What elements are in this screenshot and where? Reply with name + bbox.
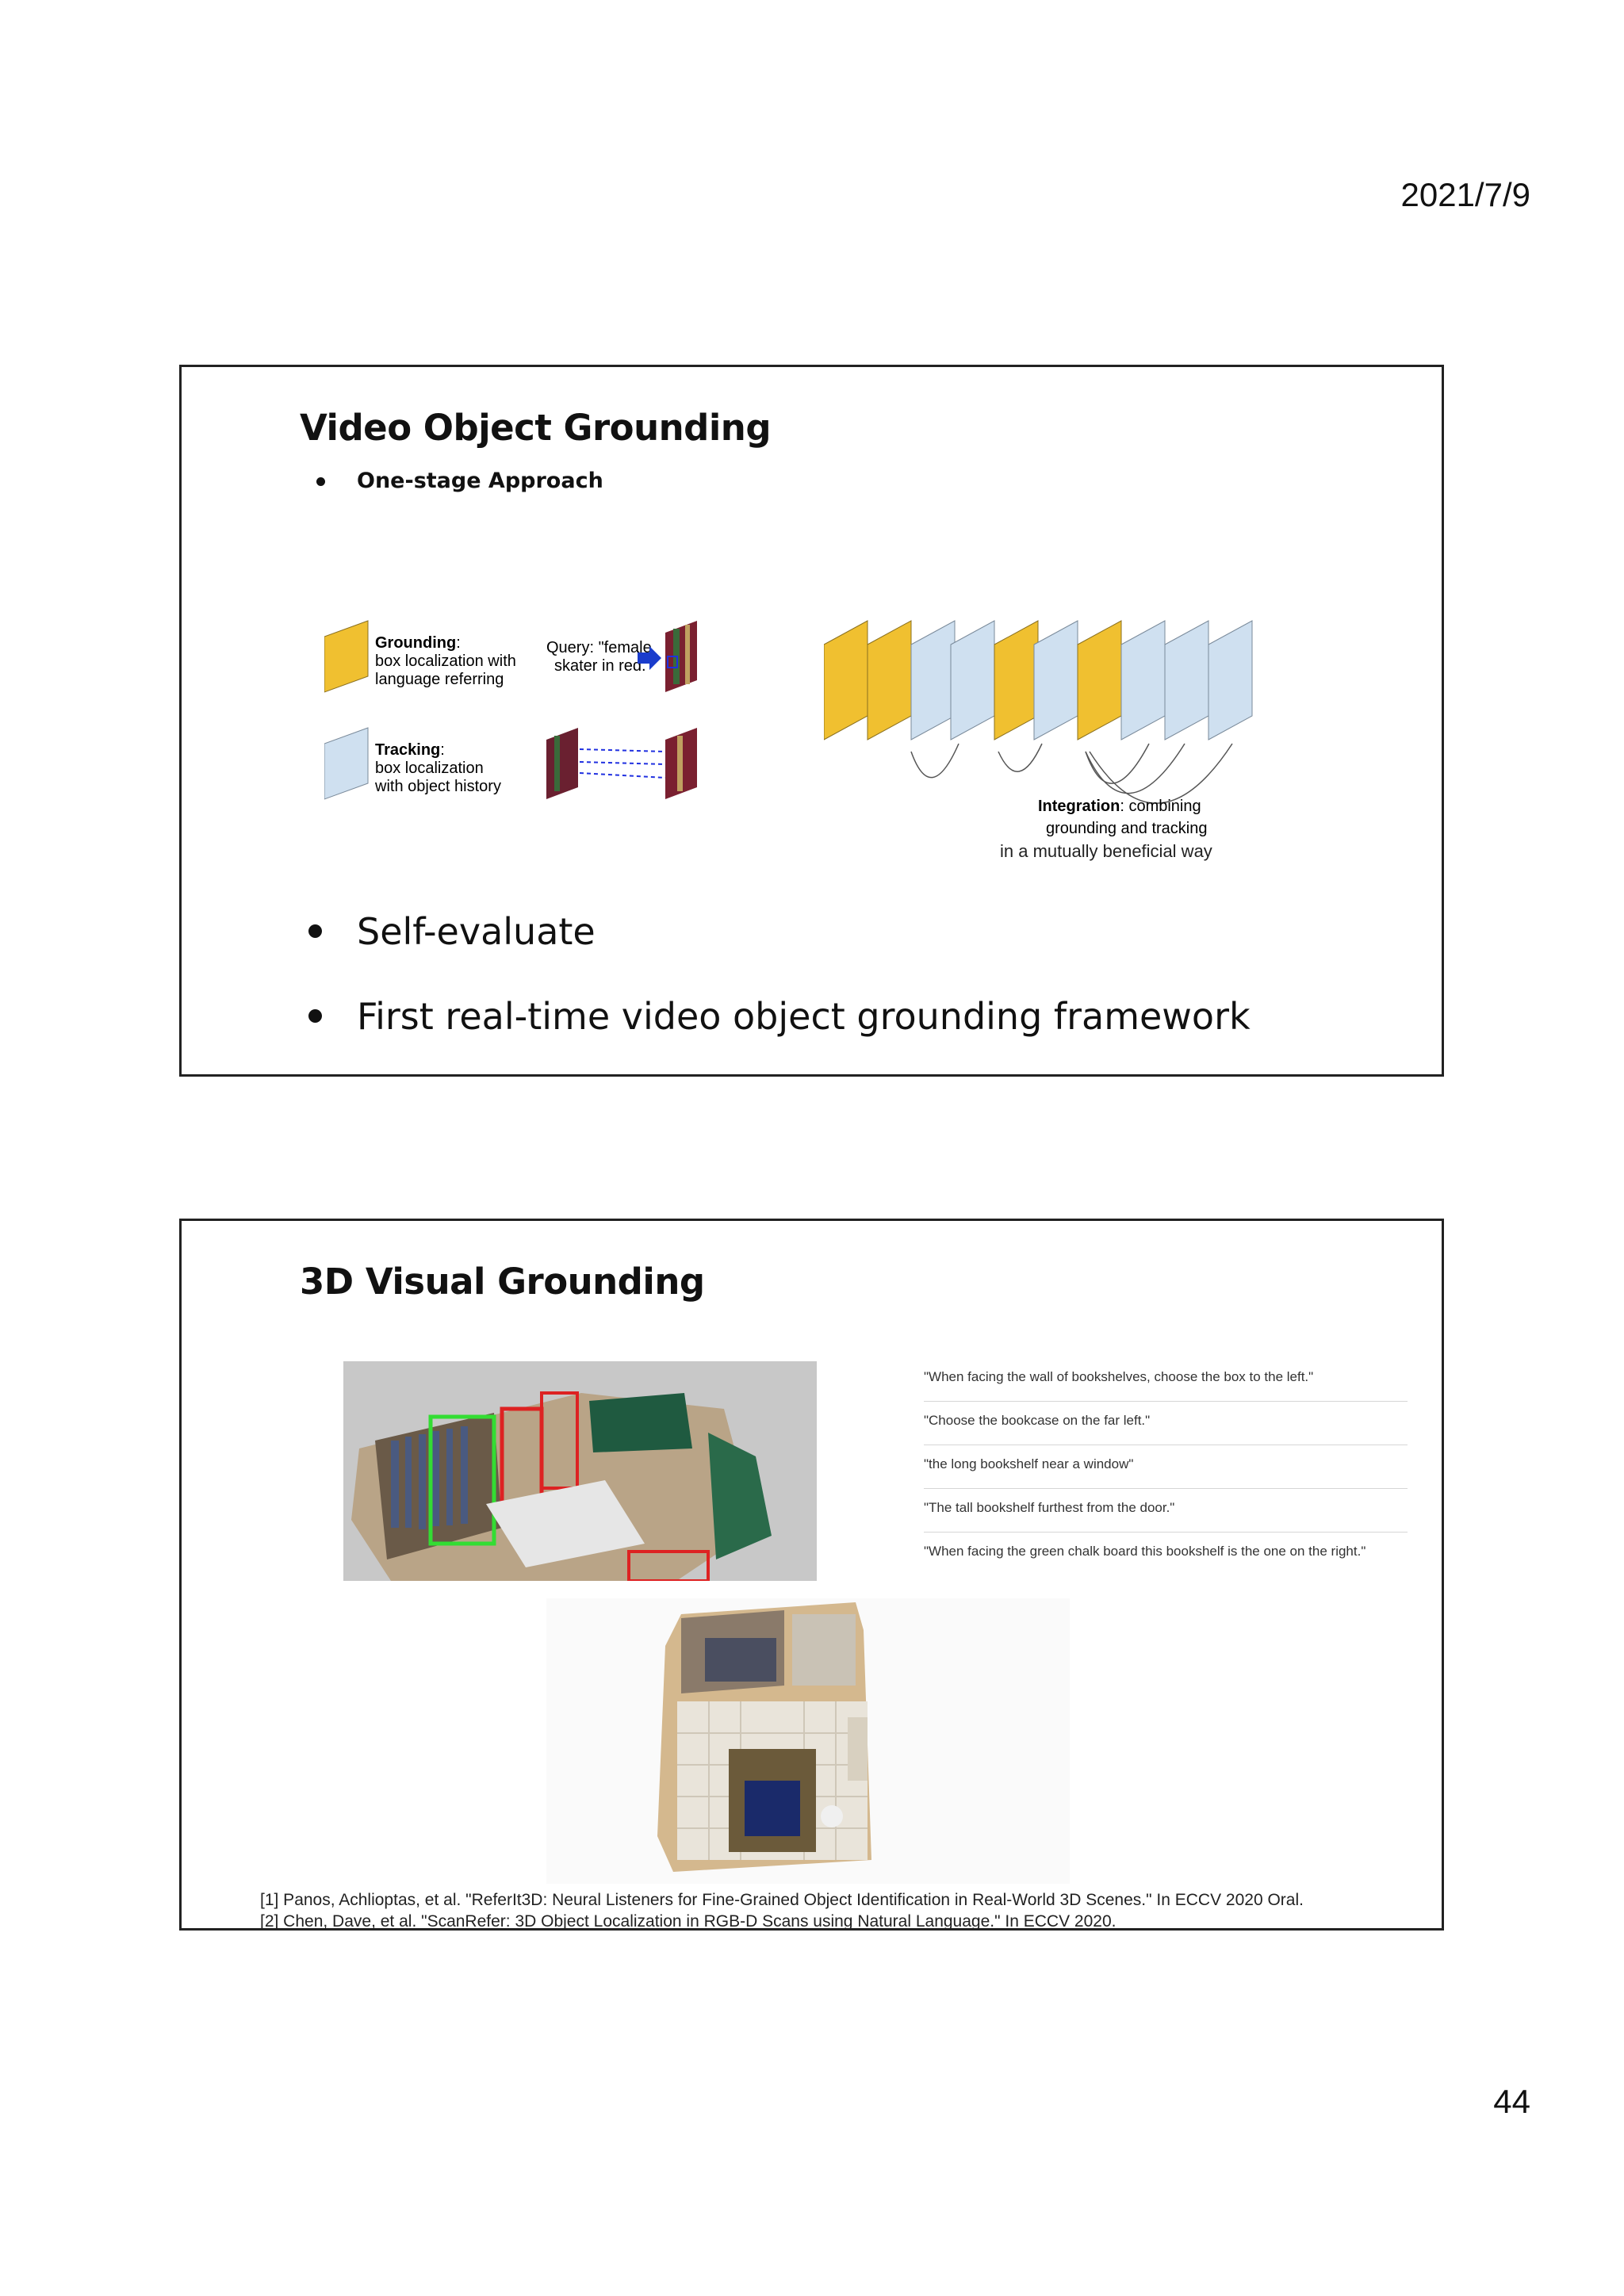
page-number: 44 [1493,2083,1530,2120]
slide-title: 3D Visual Grounding [300,1261,705,1303]
reference-item: [2] Chen, Dave, et al. "ScanRefer: 3D Ob… [260,1912,1116,1931]
bullet-item: Self-evaluate [308,910,596,953]
grounding-tracking-legend-figure: Grounding: box localization with languag… [324,620,697,800]
svg-text:Integration: combining: Integration: combining [1038,798,1201,815]
references: [1] Panos, Achlioptas, et al. "ReferIt3D… [260,1889,1304,1931]
bullet-dot-icon [308,1009,322,1023]
page-date: 2021/7/9 [1400,176,1531,213]
quote-item: "When facing the wall of bookshelves, ch… [924,1369,1314,1384]
slide-title: Video Object Grounding [300,407,772,449]
integration-desc-3: in a mutually beneficial way [1000,841,1212,861]
integration-desc-1: : combining [1120,798,1201,815]
tracking-desc-2: with object history [374,778,501,795]
integration-desc-2: grounding and tracking [1046,820,1207,837]
sub-bullet-label: One-stage Approach [357,469,603,493]
skater-image-icon [665,621,697,692]
grounding-label: Grounding [375,634,456,652]
quote-item: "The tall bookshelf furthest from the do… [924,1500,1175,1515]
grounding-desc-1: box localization with [375,652,516,670]
slide-3d-visual-grounding: 3D Visual Grounding "When facing the wal… [179,1219,1444,1931]
slide-video-object-grounding: Video Object Grounding One-stage Approac… [179,365,1444,1077]
room-scan-image [343,1361,817,1581]
tracking-desc-1: box localization [375,760,484,777]
arrow-right-icon [638,646,661,670]
sub-bullet-item: One-stage Approach [316,469,603,493]
quote-divider [924,1488,1408,1489]
quote-divider [924,1532,1408,1533]
bullet-text: Self-evaluate [357,910,596,953]
grounding-frame-icon [324,620,369,693]
tracking-label: Tracking [375,741,440,759]
quote-item: "the long bookshelf near a window" [924,1456,1134,1471]
tracking-frames-image-icon [546,728,697,799]
bullet-text: First real-time video object grounding f… [357,995,1251,1038]
query-text-2: skater in red." [554,657,652,675]
svg-text:Grounding:: Grounding: [375,634,461,652]
bullet-dot-icon [316,477,325,486]
query-text-1: Query: "female [546,639,652,656]
reference-item: [1] Panos, Achlioptas, et al. "ReferIt3D… [260,1891,1304,1909]
frame-sequence [824,620,1253,804]
svg-text:Tracking:: Tracking: [375,741,445,759]
quote-item: "When facing the green chalk board this … [924,1544,1366,1559]
integration-label: Integration [1038,798,1120,815]
apartment-scan-image [546,1598,1070,1884]
bullet-item: First real-time video object grounding f… [308,995,1251,1038]
quote-item: "Choose the bookcase on the far left." [924,1413,1151,1428]
grounding-desc-2: language referring [375,671,504,688]
tracking-frame-icon [324,727,369,800]
integration-frames-figure: Integration: combining grounding and tra… [824,620,1253,837]
quote-divider [924,1401,1408,1402]
bullet-dot-icon [308,924,322,938]
